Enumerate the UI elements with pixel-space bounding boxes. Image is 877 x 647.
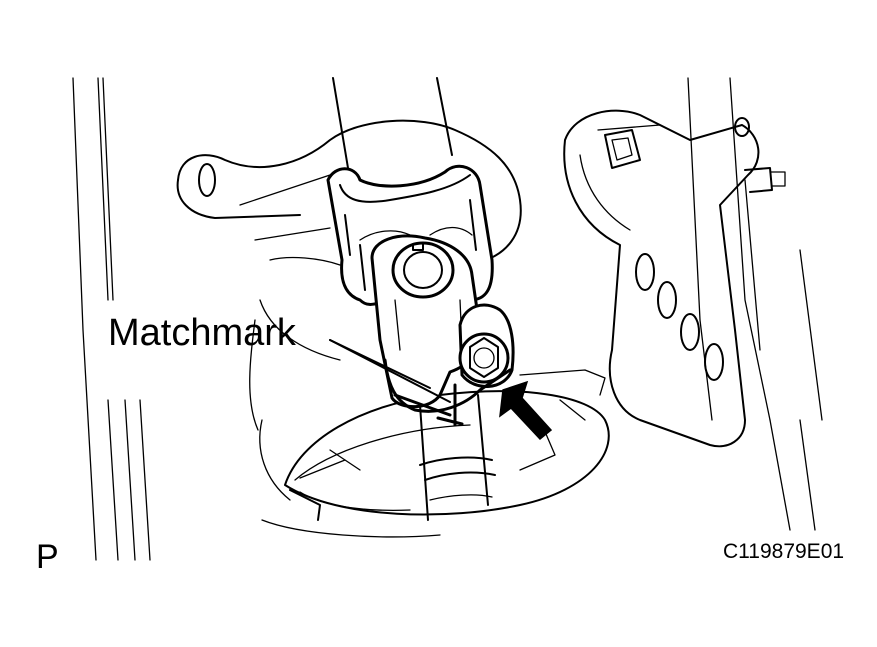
right-frame-lines (687, 77, 823, 531)
column-hole-cover (249, 319, 610, 538)
matchmark-label: Matchmark (108, 312, 296, 354)
figure-code: C119879E01 (723, 540, 845, 563)
joint-spider (370, 234, 482, 409)
right-bracket-arm (563, 109, 786, 448)
left-frame-lines (72, 77, 151, 561)
intermediate-shaft (419, 394, 496, 521)
view-letter: P (36, 538, 59, 576)
arrow-icon (499, 380, 553, 441)
pinch-bolt (458, 303, 515, 388)
matchmark-leader-lines (329, 339, 451, 403)
mounting-bracket (176, 119, 522, 501)
matchmark-outline (383, 358, 512, 427)
upper-shaft (332, 77, 453, 169)
